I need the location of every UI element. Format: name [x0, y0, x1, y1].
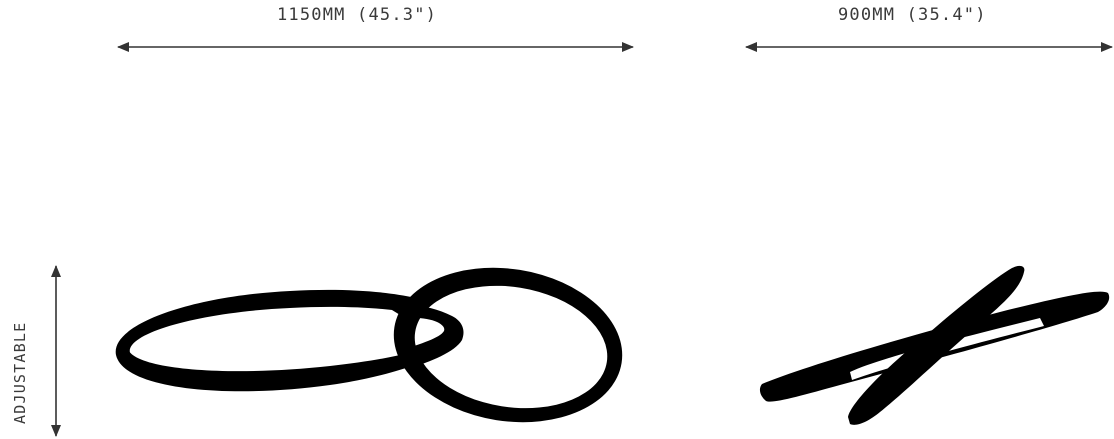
side-view-rings [759, 265, 1110, 425]
front-view-large-ring [115, 289, 466, 392]
front-view-upright-ring [393, 267, 623, 423]
height-label: ADJUSTABLE [11, 321, 29, 424]
front-view-ring-overlap [392, 305, 464, 368]
front-width-label: 1150MM (45.3") [277, 5, 438, 25]
side-width-label: 900MM (35.4") [838, 5, 987, 25]
